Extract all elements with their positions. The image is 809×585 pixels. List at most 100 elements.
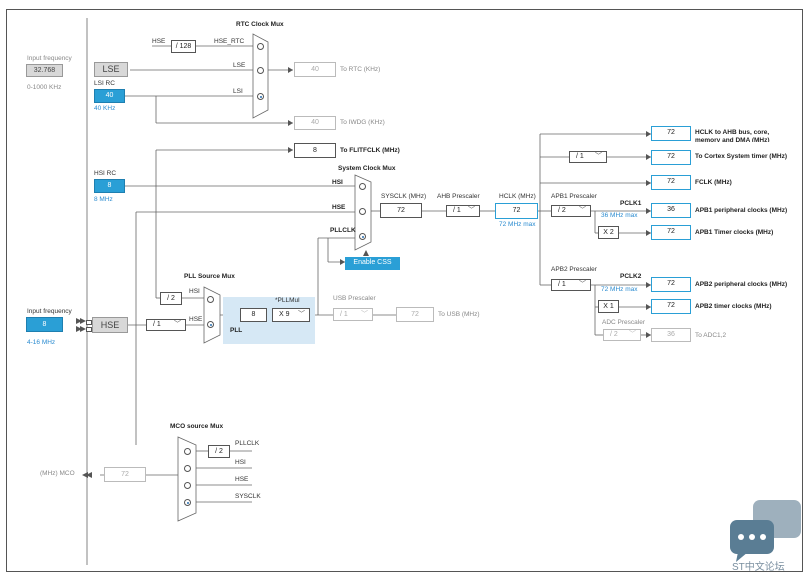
sysmux-radio-hsi[interactable] [359, 183, 366, 190]
hclk-ahb-label-line1: HCLK to AHB bus, core, [695, 129, 770, 136]
sysmux-radio-hse[interactable] [359, 208, 366, 215]
usb-prescaler-label: USB Prescaler [333, 295, 376, 302]
chevron-down-icon: ﹀ [298, 311, 305, 318]
lsi-value: 40 [94, 89, 125, 103]
mco-sysclk-label: SYSCLK [235, 493, 261, 500]
usb-output-label: To USB (MHz) [438, 311, 480, 318]
hse-input-frequency-label: Input frequency [27, 308, 72, 315]
cortex-timer-label: To Cortex System timer (MHz) [695, 153, 787, 160]
hsi-value: 8 [94, 179, 125, 193]
apb1-timer-value[interactable]: 72 [651, 225, 691, 240]
lsi-freq-label: 40 KHz [94, 105, 116, 112]
sysmux-radio-pllclk[interactable] [359, 233, 366, 240]
cortex-timer-value[interactable]: 72 [651, 150, 691, 165]
adc-output-label: To ADC1,2 [695, 332, 727, 339]
pll-hsi-div2: / 2 [160, 292, 182, 305]
pllmux-hse-label: HSE [189, 316, 203, 323]
hse-block: HSE [92, 317, 128, 333]
hclk-label: HCLK (MHz) [499, 193, 536, 200]
hclk-ahb-value[interactable]: 72 [651, 126, 691, 141]
forum-watermark: ST中文论坛 [732, 562, 785, 573]
mco-hse-label: HSE [235, 476, 249, 483]
mco-radio-hsi[interactable] [184, 465, 191, 472]
sysmux-pllclk-label: PLLCLK [330, 227, 356, 234]
mco-radio-sysclk[interactable] [184, 499, 191, 506]
rtc-mux-title: RTC Clock Mux [236, 21, 284, 28]
rtc-value: 40 [294, 62, 336, 77]
pll-label: PLL [230, 327, 243, 334]
chevron-down-icon: ﹀ [595, 153, 602, 160]
flitf-output-label: To FLITFCLK (MHz) [340, 147, 400, 154]
rtc-radio-lse[interactable] [257, 67, 264, 74]
rtc-output-label: To RTC (KHz) [340, 66, 381, 73]
apb1-prescaler-select[interactable]: / 2﹀ [551, 205, 591, 217]
lse-range-label: 0-1000 KHz [27, 84, 62, 91]
mco-pll-div2: / 2 [208, 445, 230, 458]
pllmux-radio-hse[interactable] [207, 321, 214, 328]
chevron-down-icon: ﹀ [468, 207, 475, 214]
apb2-timer-label: APB2 timer clocks (MHz) [695, 303, 772, 310]
apb1-peripheral-value[interactable]: 36 [651, 203, 691, 218]
rtc-hse-label: HSE [152, 38, 166, 45]
mco-mux-title: MCO source Mux [170, 423, 224, 430]
apb1-max-label: 36 MHz max [601, 212, 638, 219]
adc-value: 36 [651, 328, 691, 342]
chevron-down-icon: ﹀ [579, 207, 586, 214]
apb2-peripheral-value[interactable]: 72 [651, 277, 691, 292]
apb1-timer-label: APB1 Timer clocks (MHz) [695, 229, 774, 236]
mco-radio-pllclk[interactable] [184, 448, 191, 455]
rtc-div128: / 128 [171, 40, 196, 53]
sysclk-value: 72 [380, 203, 422, 218]
hclk-max-label: 72 MHz max [499, 221, 536, 228]
hse-frequency-input[interactable]: 8 [26, 317, 63, 332]
usb-prescaler-select[interactable]: / 1﹀ [333, 308, 373, 321]
apb2-max-label: 72 MHz max [601, 286, 638, 293]
adc-prescaler-select[interactable]: / 2﹀ [603, 329, 641, 341]
pll-source-mux-title: PLL Source Mux [184, 273, 235, 280]
sysmux-hsi-label: HSI [332, 179, 343, 186]
hclk-value[interactable]: 72 [495, 203, 538, 219]
sysmux-hse-label: HSE [332, 204, 346, 211]
pclk1-label: PCLK1 [620, 200, 642, 207]
apb2-peripheral-label: APB2 peripheral clocks (MHz) [695, 281, 788, 288]
rtc-radio-hse[interactable] [257, 43, 264, 50]
apb2-prescaler-select[interactable]: / 1﹀ [551, 279, 591, 291]
lse-block: LSE [94, 62, 128, 77]
iwdg-value: 40 [294, 116, 336, 130]
hclk-ahb-label-line2: memory and DMA (MHz) [695, 137, 770, 142]
pllmul-select[interactable]: X 9﹀ [272, 308, 310, 322]
pllmul-label: *PLLMul [275, 297, 300, 304]
hse-pin-in [86, 320, 92, 325]
apb1-peripheral-label: APB1 peripheral clocks (MHz) [695, 207, 788, 214]
apb2-timer-value[interactable]: 72 [651, 299, 691, 314]
pllmux-hsi-label: HSI [189, 288, 200, 295]
apb1-timer-multiplier: X 2 [598, 226, 619, 239]
hse-prediv-select[interactable]: / 1﹀ [146, 319, 186, 331]
mco-hsi-label: HSI [235, 459, 246, 466]
system-clock-mux-title: System Clock Mux [338, 165, 396, 172]
chevron-down-icon: ﹀ [629, 331, 636, 338]
pll-input-value: 8 [240, 308, 267, 322]
hse-rtc-label: HSE_RTC [214, 38, 245, 45]
apb2-prescaler-label: APB2 Prescaler [551, 266, 597, 273]
cortex-timer-select[interactable]: / 1﹀ [569, 151, 607, 163]
ahb-prescaler-label: AHB Prescaler [437, 193, 480, 200]
ahb-prescaler-select[interactable]: / 1﹀ [446, 205, 480, 217]
hsi-rc-label: HSI RC [94, 170, 117, 177]
chevron-down-icon: ﹀ [579, 281, 586, 288]
fclk-label: FCLK (MHz) [695, 179, 732, 186]
hse-pin-out [86, 327, 92, 332]
rtc-lsi-label: LSI [233, 88, 243, 95]
lse-frequency-input[interactable]: 32.768 [26, 64, 63, 77]
lsi-rc-label: LSI RC [94, 80, 115, 87]
fclk-value[interactable]: 72 [651, 175, 691, 190]
rtc-radio-lsi[interactable] [257, 93, 264, 100]
enable-css-button[interactable]: Enable CSS [345, 257, 400, 270]
chevron-down-icon: ﹀ [361, 311, 368, 318]
chat-bubble-icon[interactable] [729, 520, 775, 556]
pllmux-radio-hsi[interactable] [207, 296, 214, 303]
usb-value: 72 [396, 307, 434, 322]
mco-value: 72 [104, 467, 146, 482]
mco-radio-hse[interactable] [184, 482, 191, 489]
